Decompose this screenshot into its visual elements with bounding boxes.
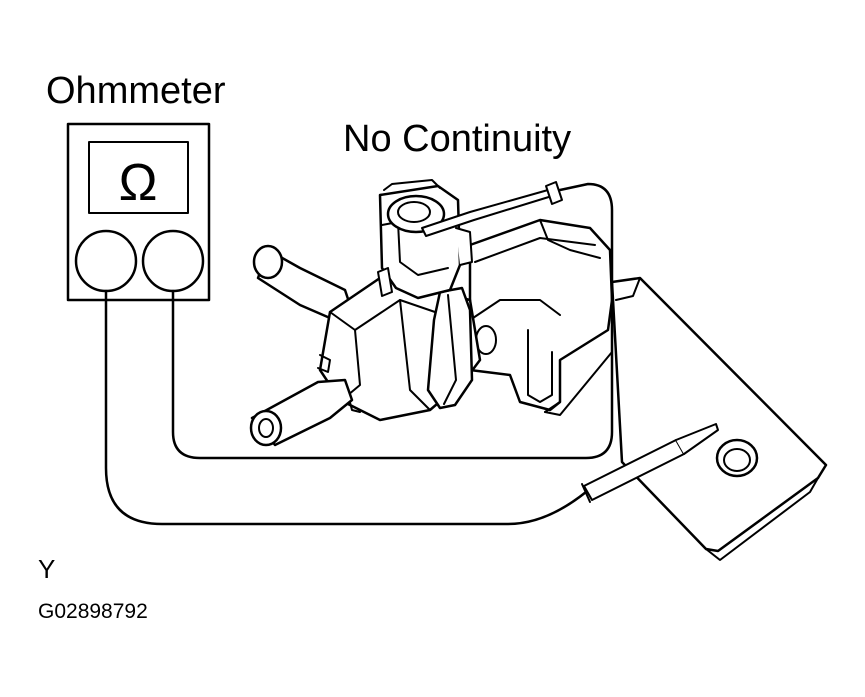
figure-code: G02898792 — [38, 600, 148, 623]
test-lead-left — [104, 289, 588, 526]
ohmmeter-jack-right — [141, 229, 205, 293]
upper-port — [252, 244, 284, 280]
upper-test-probe — [421, 181, 563, 237]
ohmmeter-label: Ohmmeter — [46, 70, 226, 112]
lower-test-probe — [581, 423, 719, 503]
test-lead-right — [171, 182, 614, 460]
vsv-valve — [249, 179, 614, 447]
ohm-symbol: Ω — [119, 154, 158, 212]
ohmmeter-display — [88, 141, 189, 214]
corner-letter: Y — [38, 554, 56, 584]
mounting-bracket — [544, 276, 828, 561]
ohmmeter-jack-left — [74, 229, 138, 293]
lower-port — [249, 409, 283, 447]
continuity-result-label: No Continuity — [343, 118, 572, 160]
ohmmeter: Ω — [66, 122, 211, 302]
